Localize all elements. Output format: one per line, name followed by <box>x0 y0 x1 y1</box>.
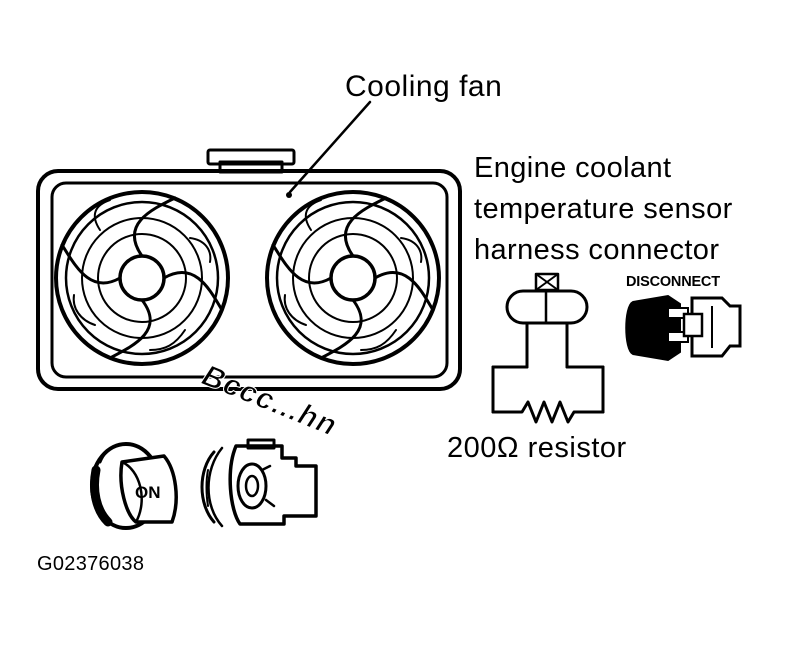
resistor-label: 200Ω resistor <box>447 432 627 464</box>
right-fan-icon <box>265 190 441 366</box>
ect-label-line-3: harness connector <box>474 234 720 266</box>
figure-code: G02376038 <box>37 553 145 575</box>
cooling-fan-label: Cooling fan <box>345 70 503 103</box>
resistor-icon <box>491 272 605 424</box>
cooling-fan-assembly-icon <box>36 100 462 391</box>
sound-text: Bccc...hn <box>197 359 341 443</box>
ignition-on-label: ON <box>135 483 161 502</box>
engine-start-icon <box>200 438 318 528</box>
ect-sensor-label: Engine coolant temperature sensor harnes… <box>474 148 733 271</box>
ignition-key-icon: ON <box>90 442 178 530</box>
ect-label-line-1: Engine coolant <box>474 152 672 184</box>
left-fan-icon <box>54 190 230 366</box>
disconnect-connector-icon: DISCONNECT <box>625 274 742 362</box>
disconnect-label: DISCONNECT <box>626 274 720 290</box>
fan-sound-effect: Bccc...hn <box>197 358 342 443</box>
ect-label-line-2: temperature sensor <box>474 193 733 225</box>
